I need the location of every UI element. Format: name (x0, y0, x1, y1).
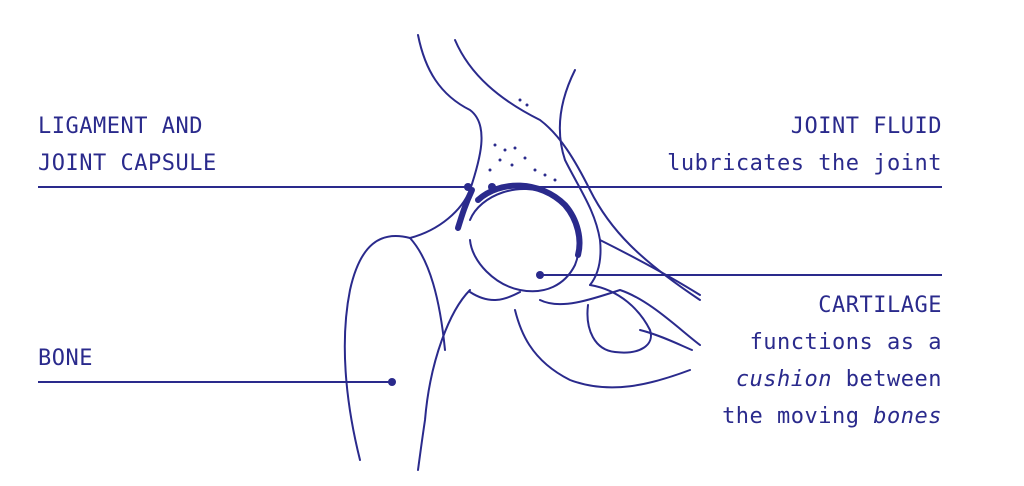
ligament-pointer (464, 183, 472, 191)
fluid-label-desc: lubricates the joint (667, 151, 942, 176)
cartilage-label-moving: the moving (722, 404, 874, 429)
fluid-label: JOINT FLUID lubricates the joint (667, 108, 942, 182)
cartilage-label-title: CARTILAGE (818, 293, 942, 318)
ligament-label-line2: JOINT CAPSULE (38, 151, 217, 176)
cartilage-label-desc2: cushion between (722, 361, 942, 398)
pelvis-outline (409, 34, 483, 239)
acetabular-cartilage (475, 182, 583, 258)
fluid-dots (488, 98, 557, 182)
femoral-head (469, 188, 580, 293)
femur-shaft-outer (343, 234, 411, 461)
cartilage-label-cushion: cushion (735, 367, 833, 392)
cartilage-label: CARTILAGE functions as a cushion between… (722, 287, 942, 435)
obturator-loop (586, 284, 652, 354)
bone-label-title: BONE (38, 346, 93, 371)
cartilage-label-desc1: functions as a (749, 330, 942, 355)
cartilage-label-bones: bones (873, 404, 942, 429)
ligament-label-line1: LIGAMENT AND (38, 114, 203, 139)
pelvis-rim (558, 69, 602, 286)
fluid-label-title: JOINT FLUID (790, 114, 942, 139)
cartilage-pointer (536, 271, 544, 279)
femur-shaft-inner (417, 289, 471, 471)
ligament-label: LIGAMENT AND JOINT CAPSULE (38, 108, 217, 182)
cartilage-label-between: between (832, 367, 942, 392)
bone-label: BONE (38, 340, 93, 377)
fluid-pointer (488, 183, 496, 191)
pelvis-inner (454, 39, 701, 301)
cartilage-label-desc3: the moving bones (722, 398, 942, 435)
capsule-band (455, 187, 475, 231)
bone-pointer (388, 378, 396, 386)
